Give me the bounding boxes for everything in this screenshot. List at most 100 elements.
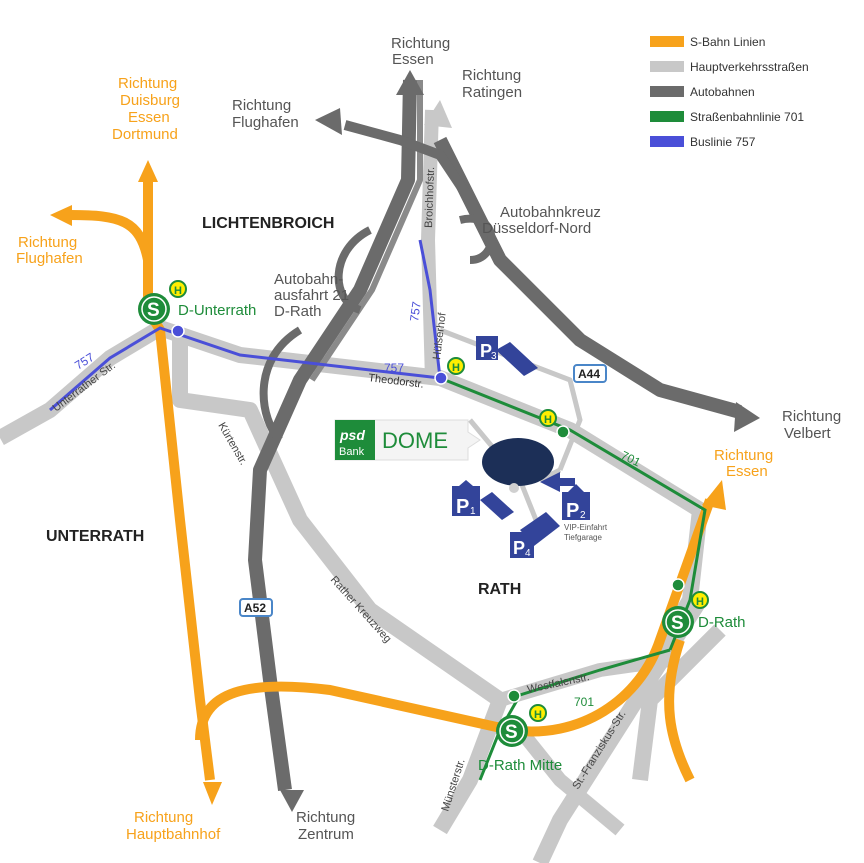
svg-text:Autobahn-: Autobahn- bbox=[274, 271, 343, 288]
ratingen-arrow bbox=[424, 100, 452, 128]
dir-zentrum: Richtung Zentrum bbox=[296, 809, 355, 843]
vip-label-2: Tiefgarage bbox=[564, 533, 603, 542]
svg-text:H: H bbox=[696, 596, 704, 608]
dir-hauptbahnhof: Richtung Hauptbahnhof bbox=[126, 809, 221, 843]
dome-area bbox=[480, 342, 575, 546]
vip-label-1: VIP-Einfahrt bbox=[564, 523, 608, 532]
svg-text:S: S bbox=[147, 300, 160, 321]
parking-p1: P 1 bbox=[452, 480, 480, 518]
dome-name: DOME bbox=[382, 428, 448, 453]
svg-text:H: H bbox=[544, 414, 552, 426]
svg-text:3: 3 bbox=[491, 351, 497, 362]
legend: S-Bahn LinienHauptverkehrsstraßenAutobah… bbox=[650, 35, 809, 149]
svg-text:Velbert: Velbert bbox=[784, 425, 832, 442]
svg-text:P: P bbox=[566, 500, 579, 522]
district-lichtenbroich: LICHTENBROICH bbox=[202, 215, 334, 232]
svg-text:Richtung: Richtung bbox=[232, 97, 291, 114]
svg-text:Richtung: Richtung bbox=[782, 408, 841, 425]
svg-text:4: 4 bbox=[525, 548, 531, 559]
svg-text:Essen: Essen bbox=[392, 51, 434, 68]
main-roads bbox=[0, 109, 726, 863]
svg-text:Duisburg: Duisburg bbox=[120, 92, 180, 109]
sbahn-arrows bbox=[50, 160, 726, 805]
svg-text:Richtung: Richtung bbox=[391, 35, 450, 52]
svg-text:Zentrum: Zentrum bbox=[298, 826, 354, 843]
svg-text:Essen: Essen bbox=[726, 463, 768, 480]
svg-text:ausfahrt 21: ausfahrt 21 bbox=[274, 287, 349, 304]
svg-text:Richtung: Richtung bbox=[714, 447, 773, 464]
dir-duisburg: Richtung Duisburg Essen Dortmund bbox=[112, 75, 180, 143]
district-rath: RATH bbox=[478, 581, 521, 598]
svg-text:Richtung: Richtung bbox=[18, 234, 77, 251]
dome-building bbox=[482, 438, 554, 486]
legend-label: Buslinie 757 bbox=[690, 135, 756, 149]
street-huelserhof: Hülserhof bbox=[431, 311, 449, 360]
legend-swatch bbox=[650, 136, 684, 147]
dir-essen-right: Richtung Essen bbox=[714, 447, 773, 480]
station-rath-mitte: S H bbox=[496, 689, 547, 747]
svg-text:Richtung: Richtung bbox=[134, 809, 193, 826]
svg-text:H: H bbox=[174, 285, 182, 297]
bus-number-vert: 757 bbox=[407, 300, 424, 322]
dome-logo: psd Bank DOME bbox=[334, 419, 481, 461]
station-label-rath-mitte: D-Rath Mitte bbox=[478, 757, 562, 774]
svg-text:Richtung: Richtung bbox=[118, 75, 177, 92]
svg-text:A52: A52 bbox=[244, 601, 266, 615]
bus-line bbox=[49, 239, 442, 412]
svg-text:Bank: Bank bbox=[339, 446, 365, 458]
svg-text:Ratingen: Ratingen bbox=[462, 84, 522, 101]
svg-text:P: P bbox=[513, 538, 525, 558]
svg-text:H: H bbox=[534, 709, 542, 721]
tram-number-bottom: 701 bbox=[574, 695, 594, 709]
svg-text:S: S bbox=[505, 722, 518, 743]
legend-swatch bbox=[650, 36, 684, 47]
street-westfalenstr: Westfalenstr. bbox=[526, 671, 591, 696]
dir-velbert: Richtung Velbert bbox=[782, 408, 841, 442]
sbahn-lines bbox=[69, 180, 715, 783]
legend-swatch bbox=[650, 86, 684, 97]
stop-theodorstr: H bbox=[434, 357, 465, 385]
svg-text:Dortmund: Dortmund bbox=[112, 126, 178, 143]
label-ausfahrt: Autobahn- ausfahrt 21 D-Rath bbox=[274, 271, 349, 320]
dir-flughafen-left: Richtung Flughafen bbox=[16, 234, 83, 267]
street-rather-kreuzweg: Rather Kreuzweg bbox=[328, 574, 394, 645]
station-label-rath: D-Rath bbox=[698, 614, 746, 631]
legend-swatch bbox=[650, 61, 684, 72]
street-kuertenstr: Kürtenstr. bbox=[215, 421, 249, 468]
dir-flughafen-top: Richtung Flughafen bbox=[232, 97, 299, 131]
entry-arrow-icon bbox=[540, 472, 575, 492]
parking-p3: P 3 bbox=[476, 336, 498, 362]
street-broichhofstr: Broichhofstr. bbox=[423, 167, 437, 229]
stop-dome: H bbox=[539, 409, 570, 439]
svg-text:Düsseldorf-Nord: Düsseldorf-Nord bbox=[482, 220, 591, 237]
svg-text:Flughafen: Flughafen bbox=[16, 250, 83, 267]
svg-text:psd: psd bbox=[339, 427, 365, 443]
station-unterrath: S H bbox=[138, 280, 187, 338]
legend-label: Autobahnen bbox=[690, 85, 755, 99]
svg-text:2: 2 bbox=[580, 510, 586, 521]
district-unterrath: UNTERRATH bbox=[46, 528, 144, 545]
svg-text:P: P bbox=[480, 341, 492, 361]
shield-a52: A52 bbox=[239, 598, 273, 617]
svg-text:H: H bbox=[452, 362, 460, 374]
svg-text:Essen: Essen bbox=[128, 109, 170, 126]
shield-a44: A44 bbox=[573, 364, 607, 383]
dir-ratingen: Richtung Ratingen bbox=[462, 67, 522, 101]
svg-text:P: P bbox=[456, 496, 469, 518]
legend-label: Straßenbahnlinie 701 bbox=[690, 110, 804, 124]
parking-p4: P 4 bbox=[510, 532, 534, 559]
svg-text:Flughafen: Flughafen bbox=[232, 114, 299, 131]
legend-label: Hauptverkehrsstraßen bbox=[690, 60, 809, 74]
station-label-unterrath: D-Unterrath bbox=[178, 302, 256, 319]
autobahns bbox=[248, 79, 742, 791]
dir-essen-top: Richtung Essen bbox=[391, 35, 450, 68]
autobahn-arrows bbox=[280, 70, 760, 812]
legend-label: S-Bahn Linien bbox=[690, 35, 765, 49]
svg-text:D-Rath: D-Rath bbox=[274, 303, 322, 320]
svg-text:S: S bbox=[671, 613, 684, 634]
svg-text:Autobahnkreuz: Autobahnkreuz bbox=[500, 204, 601, 221]
svg-text:A44: A44 bbox=[578, 367, 600, 381]
svg-text:1: 1 bbox=[470, 506, 476, 517]
station-rath: S H bbox=[662, 578, 709, 638]
